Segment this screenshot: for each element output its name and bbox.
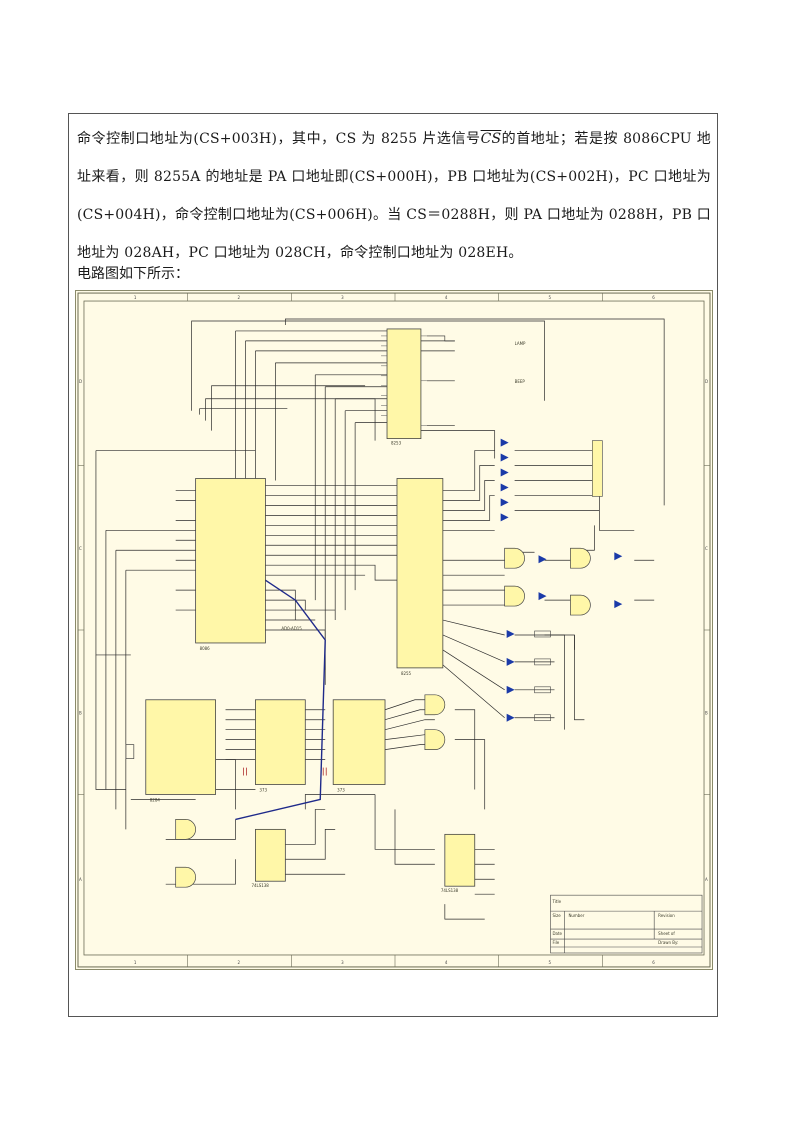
title-block (550, 894, 703, 954)
chip-8255-label: 8255 (401, 671, 412, 676)
title-block-drawn-by: Drawn By: (658, 940, 678, 945)
led-group-lower (506, 630, 551, 722)
border-number-top-4: 4 (445, 295, 448, 300)
paragraph-text-2: 的首地址；若是按 8086CPU 地址来看，则 8255A 的地址是 PA 口地… (77, 131, 711, 261)
chip-8284 (145, 699, 216, 795)
border-number-top-3: 3 (341, 295, 344, 300)
border-letter-right-c: C (705, 546, 708, 551)
title-block-size: Size (553, 913, 562, 918)
border-letter-right-d: D (705, 379, 708, 384)
figure-caption: 电路图如下所示： (77, 266, 189, 282)
title-block-sheet: Sheet of (658, 931, 675, 936)
chip-latch-1-label: 373 (259, 787, 267, 792)
border-letter-right-a: A (705, 877, 708, 882)
circuit-schematic: 1 2 3 4 5 6 1 2 3 4 5 6 D C B A D C B A (75, 290, 713, 970)
highlight-wire (235, 579, 326, 821)
chip-decoder-1 (255, 828, 286, 882)
border-number-bottom-4: 4 (445, 960, 448, 965)
chip-decoder-2 (444, 833, 476, 887)
border-letter-left-c: C (79, 546, 82, 551)
capacitors (243, 767, 327, 776)
chip-8253-label: 8253 (391, 441, 402, 446)
document-frame: 命令控制口地址为(CS+003H)，其中，CS 为 8255 片选信号CS的首地… (68, 113, 718, 1017)
title-block-revision: Revision (658, 913, 675, 918)
led-group-middle (538, 552, 623, 609)
chip-8086-label: 8086 (200, 646, 211, 651)
title-block-date: Date (553, 931, 563, 936)
border-number-bottom-6: 6 (652, 960, 655, 965)
chip-decoder-2-label: 74LS138 (441, 888, 459, 893)
chip-8284-label: 8284 (150, 797, 161, 802)
chip-latch-2-label: 373 (337, 787, 345, 792)
border-number-bottom-2: 2 (237, 960, 240, 965)
border-letter-left-b: B (79, 711, 82, 716)
paragraph-text-1: 命令控制口地址为(CS+003H)，其中，CS 为 8255 片选信号 (77, 131, 481, 147)
border-letter-left-a: A (79, 877, 82, 882)
chip-8255 (396, 478, 444, 669)
border-number-top-6: 6 (652, 295, 655, 300)
border-number-top-5: 5 (549, 295, 552, 300)
border-number-bottom-1: 1 (134, 960, 137, 965)
chip-8253 (386, 328, 422, 440)
schematic-drawing: 1 2 3 4 5 6 1 2 3 4 5 6 D C B A D C B A (77, 292, 711, 968)
border-number-bottom-3: 3 (341, 960, 344, 965)
logic-gates (175, 547, 591, 888)
chip-8086 (195, 478, 266, 644)
net-label-bus: AD0-AD15 (281, 626, 302, 631)
border-number-bottom-5: 5 (549, 960, 552, 965)
border-number-top-1: 1 (134, 295, 137, 300)
border-letter-left-d: D (79, 379, 82, 384)
title-block-number: Number (568, 913, 584, 918)
net-label-beep: BEEP (515, 379, 526, 384)
title-block-title: Title (552, 899, 562, 904)
chip-latch-1 (255, 699, 306, 785)
paragraph: 命令控制口地址为(CS+003H)，其中，CS 为 8255 片选信号CS的首地… (77, 120, 711, 272)
cs-overline: CS (480, 131, 502, 147)
border-number-top-2: 2 (237, 295, 240, 300)
crystal (125, 744, 135, 759)
led-group-top (500, 438, 509, 522)
chip-decoder-1-label: 74LS138 (251, 883, 269, 888)
chip-latch-2 (332, 699, 386, 785)
border-letter-right-b: B (705, 711, 708, 716)
title-block-file: File (553, 940, 560, 945)
net-label-lamp: LAMP (515, 341, 526, 346)
dip-switch (592, 440, 603, 497)
